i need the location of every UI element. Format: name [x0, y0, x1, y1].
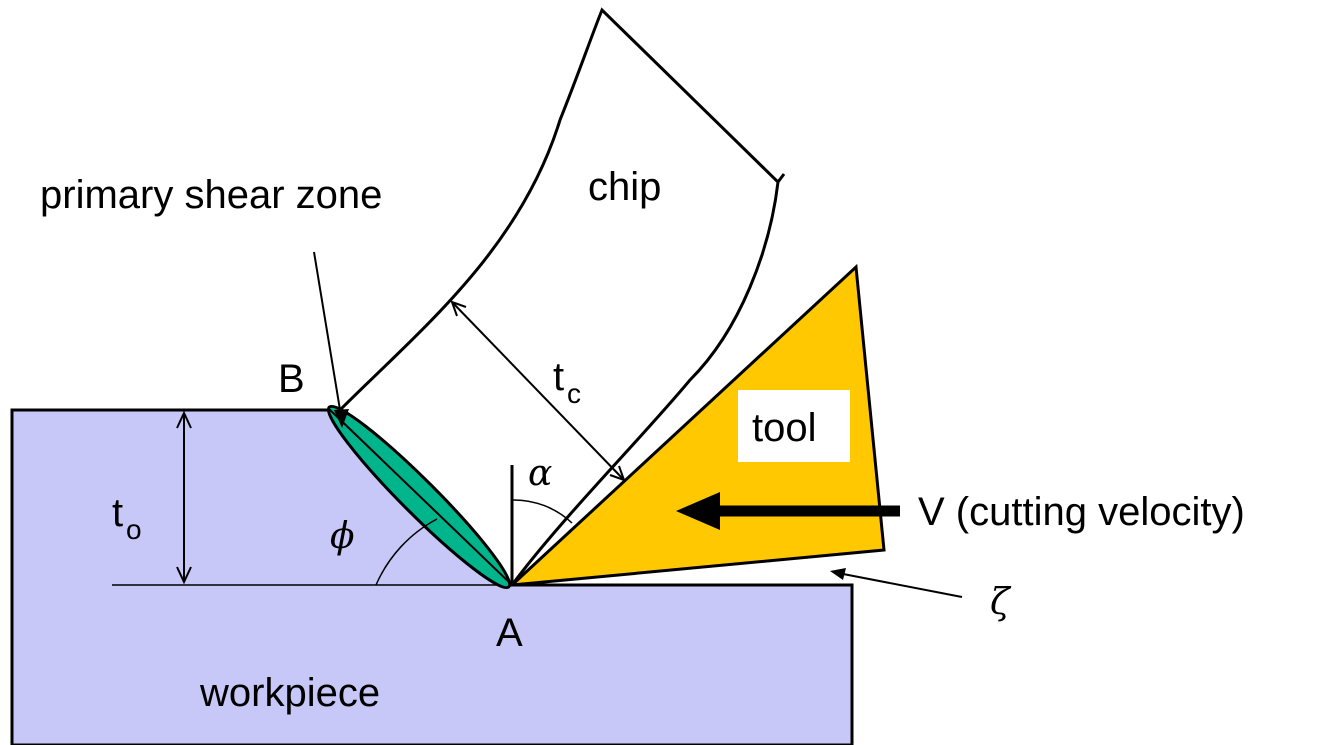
- chip-thickness-dimension: [451, 301, 625, 481]
- tool-label-box: [738, 390, 850, 462]
- velocity-label: V (cutting velocity): [918, 490, 1245, 534]
- workpiece-label: workpiece: [199, 671, 380, 715]
- clearance-angle-label: ζ: [990, 582, 1012, 623]
- uncut-thickness-arrow-head-top: [176, 410, 192, 429]
- uncut-thickness-label: t: [112, 491, 123, 535]
- chip-thickness-arrow-head-bottom: [609, 465, 626, 482]
- point-a-label: A: [496, 611, 523, 655]
- primary-shear-zone-label: primary shear zone: [40, 173, 382, 217]
- shear-angle-arc: [375, 518, 438, 586]
- rake-angle-arc: [511, 499, 573, 524]
- chip-thickness-label: t: [553, 355, 564, 399]
- velocity-arrow-head: [676, 492, 720, 530]
- uncut-thickness-arrow-head-bottom: [176, 566, 192, 585]
- chip-end-tick: [776, 173, 786, 183]
- uncut-thickness-subscript: o: [126, 514, 142, 545]
- clearance-angle-leader: [837, 572, 963, 598]
- chip-label: chip: [588, 165, 661, 209]
- shear-angle-label: ϕ: [330, 516, 355, 557]
- clearance-angle-leader-arrow-head: [830, 568, 846, 580]
- chip-thickness-subscript: c: [567, 378, 581, 409]
- chip-thickness-arrow-head-top: [450, 300, 467, 317]
- tool-label: tool: [752, 406, 817, 450]
- rake-angle-label: α: [528, 453, 552, 494]
- point-b-label: B: [278, 357, 305, 401]
- shear-plane-line: [327, 407, 513, 586]
- shear-zone-leader-arrow-head: [334, 409, 349, 428]
- shear-zone-leader: [313, 251, 343, 423]
